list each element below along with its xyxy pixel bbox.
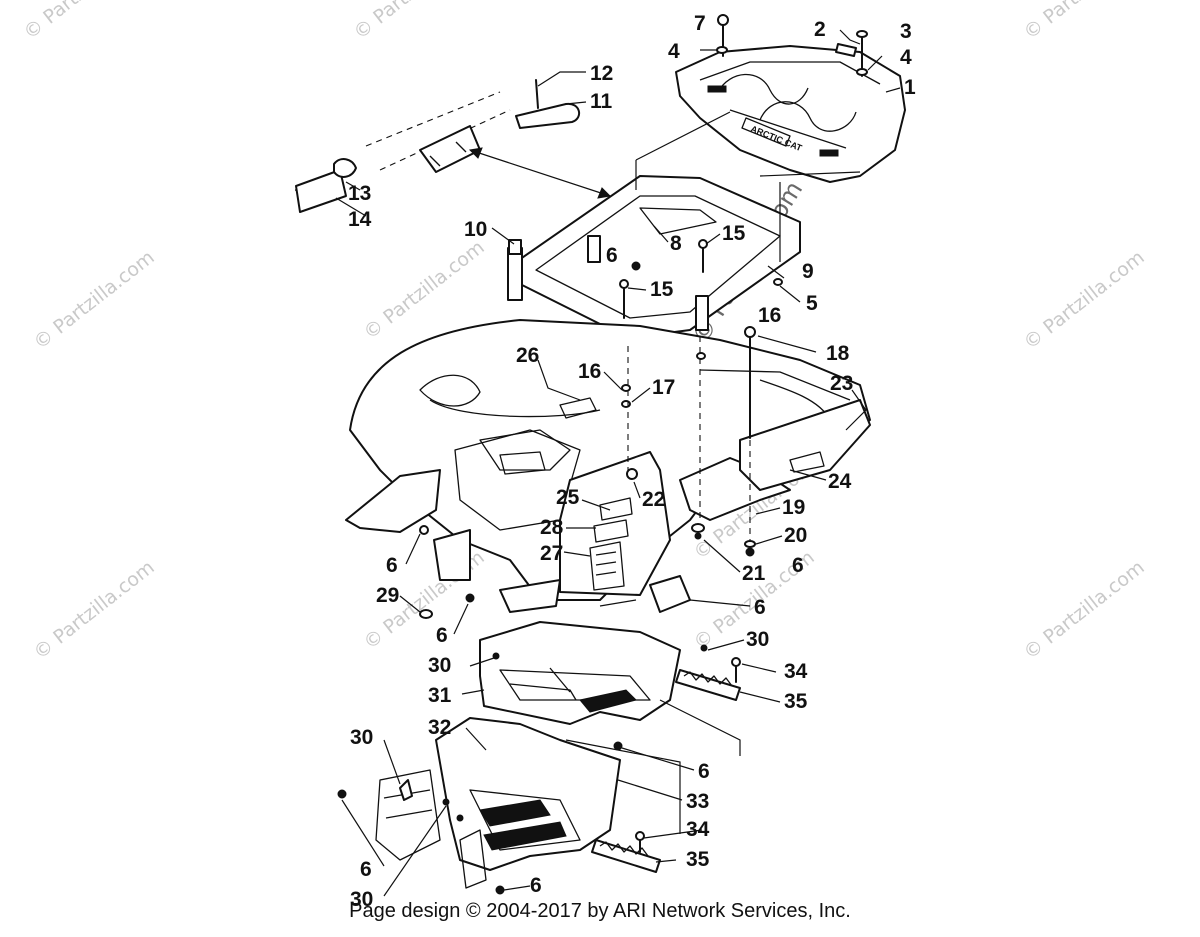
watermark: © Partzilla.com (20, 0, 149, 44)
callout-32: 32 (428, 716, 451, 739)
callout-20: 20 (784, 524, 807, 547)
callout-28: 28 (540, 516, 564, 539)
watermark: © Partzilla.com (30, 556, 159, 664)
footwell-upper (479, 621, 681, 725)
callout-6: 6 (386, 554, 398, 577)
callout-34: 34 (784, 660, 808, 683)
callout-7: 7 (694, 12, 706, 35)
callout-17: 17 (652, 376, 675, 399)
callout-21: 21 (742, 562, 766, 585)
callout-13: 13 (348, 182, 371, 205)
callout-6: 6 (530, 874, 542, 897)
watermark: © Partzilla.com (1020, 246, 1149, 354)
assembly-lines (468, 111, 861, 834)
callout-9: 9 (802, 260, 814, 283)
callout-6: 6 (754, 596, 766, 619)
callout-35: 35 (784, 690, 808, 713)
rear-fender (349, 319, 871, 601)
watermark: © Partzilla.com (1020, 0, 1149, 44)
callout-19: 19 (782, 496, 805, 519)
watermark: © Partzilla.com (350, 0, 479, 44)
callout-4: 4 (900, 46, 912, 69)
callout-26: 26 (516, 344, 539, 367)
callout-25: 25 (556, 486, 580, 509)
callout-3: 3 (900, 20, 912, 43)
callout-4: 4 (668, 40, 680, 63)
rear-rack-top: ARCTIC CAT (675, 45, 906, 183)
callout-11: 11 (590, 90, 613, 113)
callout-10: 10 (464, 218, 487, 241)
callout-15: 15 (650, 278, 674, 301)
callout-29: 29 (376, 584, 399, 607)
callout-30: 30 (746, 628, 769, 651)
foot-peg-strips (591, 669, 741, 873)
callout-18: 18 (826, 342, 850, 365)
callout-30: 30 (350, 726, 373, 749)
callout-16: 16 (758, 304, 781, 327)
watermark: © Partzilla.com (1020, 556, 1149, 664)
callout-30: 30 (350, 888, 373, 911)
callout-1: 1 (904, 76, 916, 99)
callout-15: 15 (722, 222, 746, 245)
callout-12: 12 (590, 62, 613, 85)
callout-35: 35 (686, 848, 710, 871)
callout-6: 6 (792, 554, 804, 577)
callout-14: 14 (348, 208, 372, 231)
callout-6: 6 (360, 858, 372, 881)
hinge-parts (295, 79, 581, 213)
callout-24: 24 (828, 470, 852, 493)
left-mudflap (345, 469, 691, 613)
callout-31: 31 (428, 684, 452, 707)
side-panel (559, 399, 871, 596)
callout-33: 33 (686, 790, 709, 813)
copyright-footer: Page design © 2004-2017 by ARI Network S… (349, 900, 851, 922)
callout-34: 34 (686, 818, 710, 841)
callout-16: 16 (578, 360, 601, 383)
callout-30: 30 (428, 654, 451, 677)
callout-6: 6 (698, 760, 710, 783)
callout-2: 2 (814, 18, 826, 41)
callout-labels: 7 2 3 4 4 1 12 11 13 14 10 8 15 6 9 15 5… (348, 12, 916, 911)
footwell-lower (375, 717, 621, 889)
callout-6: 6 (436, 624, 448, 647)
callout-6: 6 (606, 244, 618, 267)
callout-8: 8 (670, 232, 682, 255)
callout-5: 5 (806, 292, 818, 315)
callout-22: 22 (642, 488, 665, 511)
callout-27: 27 (540, 542, 563, 565)
watermark: © Partzilla.com (30, 246, 159, 354)
callout-23: 23 (830, 372, 853, 395)
leader-lines (335, 29, 901, 897)
